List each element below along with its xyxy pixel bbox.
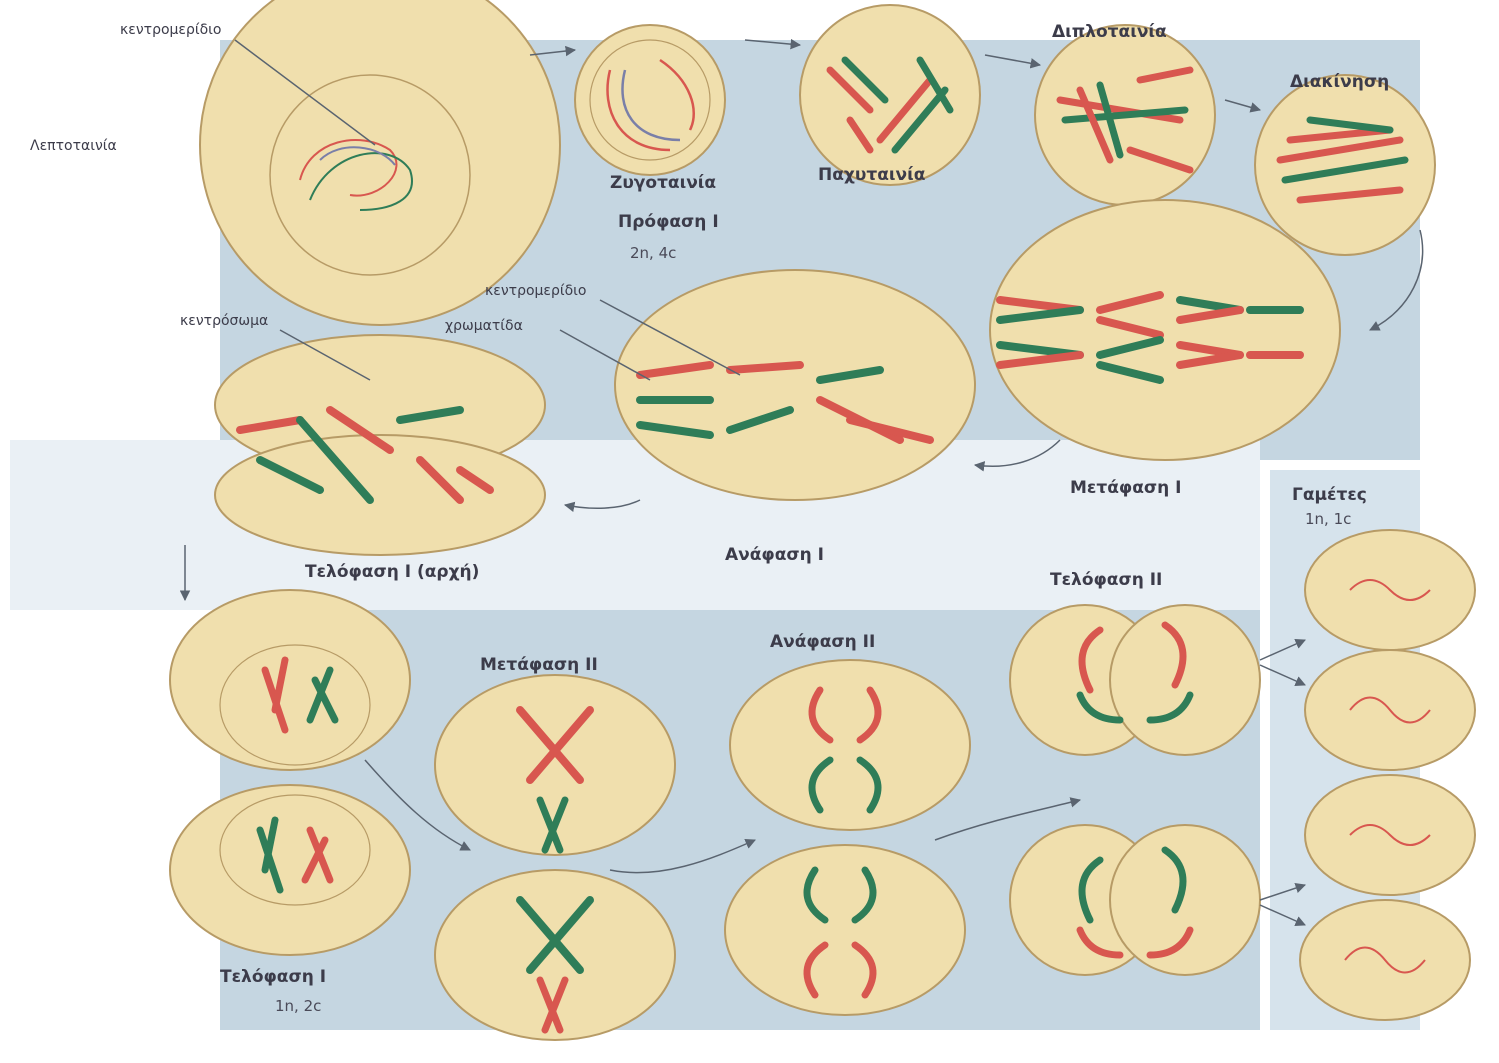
label-metaphase-1: Μετάφαση Ι [1070, 478, 1181, 498]
label-prophase-1-ploidy: 2n, 4c [630, 244, 676, 262]
cell-telophase-2-bottom [1010, 825, 1260, 975]
label-centromere-mid: κεντρομερίδιο [485, 283, 587, 299]
label-centrosome: κεντρόσωμα [180, 313, 268, 329]
label-leptotene: Λεπτοταινία [30, 138, 117, 154]
label-anaphase-1: Ανάφαση Ι [725, 545, 824, 565]
cell-telophase-2-top [1010, 605, 1260, 755]
label-diplotene: Διπλοταινία [1052, 22, 1167, 42]
label-telophase-1-start: Τελόφαση Ι (αρχή) [305, 562, 479, 582]
cell-zygotene [575, 25, 725, 175]
label-pachytene: Παχυταινία [818, 165, 925, 185]
cell-metaphase-2-top [435, 675, 675, 855]
label-prophase-1: Πρόφαση Ι [618, 212, 719, 232]
cell-pachytene [800, 5, 980, 185]
label-telophase-1: Τελόφαση Ι [220, 967, 326, 987]
cell-gamete-4 [1300, 900, 1470, 1020]
label-telophase-1-ploidy: 1n, 2c [275, 997, 321, 1015]
cell-gamete-3 [1305, 775, 1475, 895]
cell-anaphase-2-top [730, 660, 970, 830]
label-diakinesis: Διακίνηση [1290, 72, 1389, 92]
label-gametes: Γαμέτες [1292, 485, 1367, 505]
label-chromatid: χρωματίδα [445, 318, 523, 334]
label-metaphase-2: Μετάφαση ΙΙ [480, 655, 598, 675]
cell-telophase-1-start [215, 335, 545, 555]
cell-anaphase-1 [615, 270, 975, 500]
cell-telophase-1-bottom [170, 785, 410, 955]
label-zygotene: Ζυγοταινία [610, 173, 716, 193]
cell-diplotene [1035, 25, 1215, 205]
cell-diakinesis [1255, 75, 1435, 255]
cell-gamete-2 [1305, 650, 1475, 770]
label-gametes-ploidy: 1n, 1c [1305, 510, 1351, 528]
cell-gamete-1 [1305, 530, 1475, 650]
label-centromere-top: κεντρομερίδιο [120, 22, 222, 38]
cell-telophase-1-top [170, 590, 410, 770]
label-anaphase-2: Ανάφαση ΙΙ [770, 632, 875, 652]
cell-anaphase-2-bottom [725, 845, 965, 1015]
cell-metaphase-1 [990, 200, 1340, 460]
cell-metaphase-2-bottom [435, 870, 675, 1040]
label-telophase-2: Τελόφαση ΙΙ [1050, 570, 1162, 590]
